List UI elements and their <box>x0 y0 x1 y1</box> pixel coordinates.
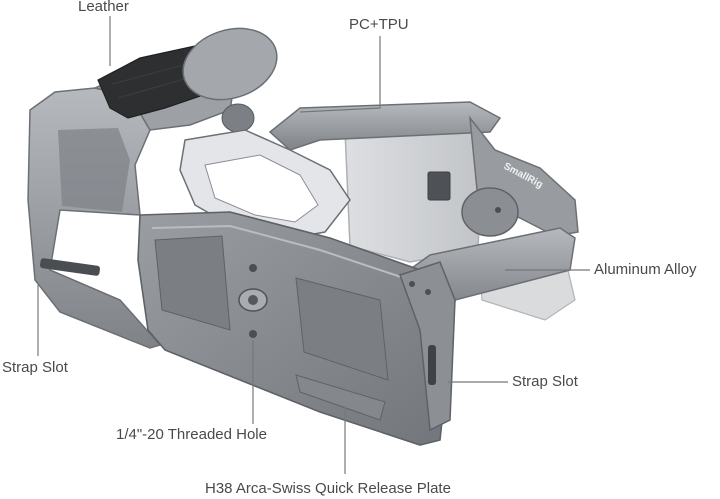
plate-pocket-right <box>295 277 389 381</box>
callout-strap-slot-left: Strap Slot <box>2 359 68 376</box>
grip-dial <box>182 27 278 101</box>
leader-lines <box>37 16 590 474</box>
callout-quick-release-plate: H38 Arca-Swiss Quick Release Plate <box>205 480 451 497</box>
right-front-frame <box>399 261 456 432</box>
side-port <box>427 171 451 201</box>
top-frame <box>268 101 502 151</box>
callout-pc-tpu: PC+TPU <box>349 16 409 33</box>
plate-screw-1 <box>249 264 257 272</box>
thumb-knob <box>461 187 519 237</box>
plate-screw-2 <box>249 330 257 338</box>
callout-threaded-hole: 1/4"-20 Threaded Hole <box>116 426 267 443</box>
strap-slot-left-hole <box>39 258 101 276</box>
callout-leather: Leather <box>78 0 129 15</box>
pc-tpu-insert-back <box>344 117 483 263</box>
callout-aluminum-alloy: Aluminum Alloy <box>594 261 697 278</box>
plate-pocket-left <box>154 235 231 331</box>
strap-slot-right-hole <box>428 345 436 385</box>
left-frame-inner <box>58 128 130 212</box>
callout-strap-slot-right: Strap Slot <box>512 373 578 390</box>
